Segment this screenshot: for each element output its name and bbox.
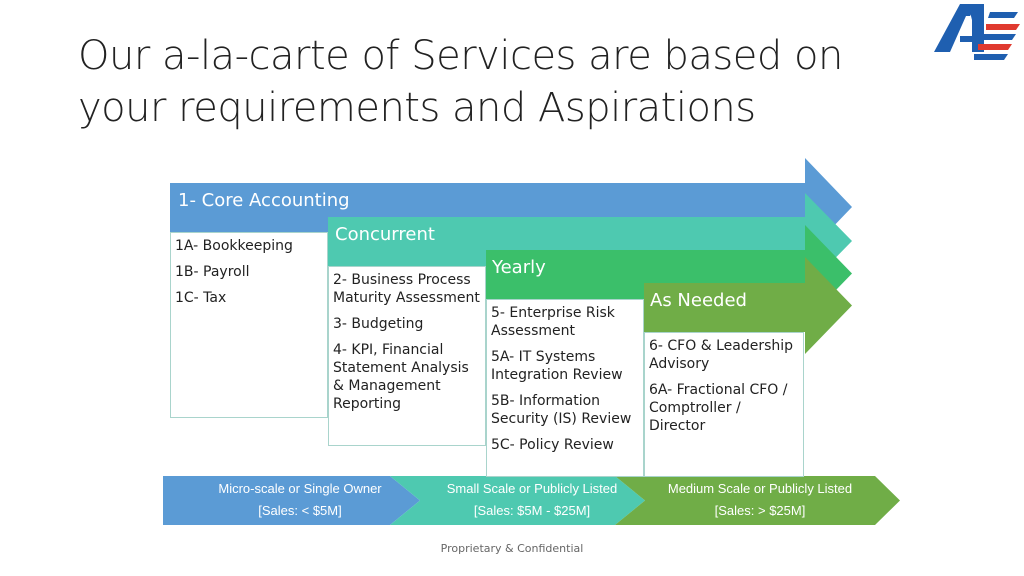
service-item: 5B- Information Security (IS) Review bbox=[491, 393, 632, 427]
service-item: 5- Enterprise Risk Assessment bbox=[491, 305, 615, 339]
phase-label-core-accounting: 1- Core Accounting bbox=[178, 190, 350, 211]
scale-sales: [Sales: < $5M] bbox=[258, 503, 342, 518]
concurrent-services: 2- Business Process Maturity Assessment … bbox=[328, 266, 486, 446]
slide-title: Our a-la-carte of Services are based on … bbox=[78, 33, 843, 131]
arrow-as-needed bbox=[644, 257, 852, 354]
scale-sales: [Sales: $5M - $25M] bbox=[473, 503, 591, 518]
scale-label-micro: Micro-scale or Single Owner [Sales: < $5… bbox=[200, 478, 400, 522]
scale-name: Micro-scale or Single Owner bbox=[218, 481, 382, 496]
company-logo bbox=[934, 4, 1020, 60]
service-item: 2- Business Process Maturity Assessment bbox=[333, 272, 480, 306]
service-item: 6A- Fractional CFO / Comptroller / Direc… bbox=[649, 382, 788, 434]
service-item: 5A- IT Systems Integration Review bbox=[491, 349, 623, 383]
scale-chevron-micro bbox=[163, 476, 420, 525]
scale-chevron-small bbox=[390, 476, 645, 525]
scale-label-small: Small Scale or Publicly Listed [Sales: $… bbox=[426, 478, 638, 522]
core-accounting-services: 1A- Bookkeeping 1B- Payroll 1C- Tax bbox=[170, 232, 328, 418]
footer-confidential: Proprietary & Confidential bbox=[440, 542, 584, 555]
service-item: 4- KPI, Financial Statement Analysis & M… bbox=[333, 342, 469, 412]
phase-label-concurrent: Concurrent bbox=[335, 224, 435, 245]
scale-name: Medium Scale or Publicly Listed bbox=[667, 481, 853, 496]
scale-sales: [Sales: > $25M] bbox=[714, 503, 806, 518]
scale-name: Small Scale or Publicly Listed bbox=[446, 481, 618, 496]
yearly-services: 5- Enterprise Risk Assessment 5A- IT Sys… bbox=[486, 299, 644, 477]
service-item: 1B- Payroll bbox=[175, 264, 250, 280]
scale-chevron-medium bbox=[615, 476, 900, 525]
as-needed-services: 6- CFO & Leadership Advisory 6A- Fractio… bbox=[644, 332, 804, 477]
phase-label-yearly: Yearly bbox=[492, 257, 546, 278]
service-item: 6- CFO & Leadership Advisory bbox=[649, 338, 794, 372]
scale-label-medium: Medium Scale or Publicly Listed [Sales: … bbox=[650, 478, 870, 522]
service-item: 1A- Bookkeeping bbox=[175, 238, 293, 254]
service-item: 5C- Policy Review bbox=[491, 437, 614, 453]
phase-label-as-needed: As Needed bbox=[650, 290, 747, 311]
service-item: 1C- Tax bbox=[175, 290, 227, 306]
service-item: 3- Budgeting bbox=[333, 316, 424, 332]
